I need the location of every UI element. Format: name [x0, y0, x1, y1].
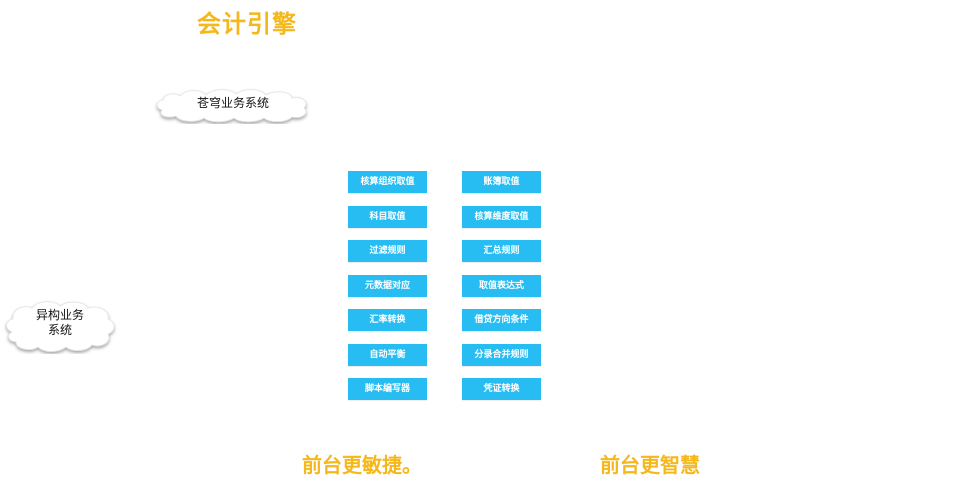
cloud-heterogeneous-system: 异构业务 系统: [2, 298, 118, 354]
slogan-smart: 前台更智慧: [600, 453, 700, 477]
debit-credit-condition-button[interactable]: 借贷方向条件: [462, 309, 541, 331]
page-title: 会计引擎: [197, 10, 297, 38]
cloud-label-line-2: 系统: [47, 323, 72, 337]
script-editor-button[interactable]: 脚本编写器: [348, 378, 427, 400]
cloud-label: 异构业务 系统: [2, 308, 118, 338]
exchange-rate-button[interactable]: 汇率转换: [348, 309, 427, 331]
voucher-conversion-button[interactable]: 凭证转换: [462, 378, 541, 400]
account-value-button[interactable]: 科目取值: [348, 206, 427, 228]
summary-rule-button[interactable]: 汇总规则: [462, 240, 541, 262]
cloud-label: 苍穹业务系统: [196, 96, 269, 110]
dimension-value-button[interactable]: 核算维度取值: [462, 206, 541, 228]
slogan-agile: 前台更敏捷。: [302, 453, 422, 477]
ledger-value-button[interactable]: 账簿取值: [462, 171, 541, 193]
cloud-business-system: 苍穹业务系统: [152, 86, 314, 124]
cloud-shape: [6, 301, 115, 352]
entry-merge-rule-button[interactable]: 分录合并规则: [462, 344, 541, 366]
filter-rule-button[interactable]: 过滤规则: [348, 240, 427, 262]
value-expression-button[interactable]: 取值表达式: [462, 275, 541, 297]
cloud-shape: [156, 89, 307, 123]
org-value-button[interactable]: 核算组织取值: [348, 171, 427, 193]
metadata-mapping-button[interactable]: 元数据对应: [348, 275, 427, 297]
cloud-label-line-1: 异构业务: [35, 308, 84, 322]
auto-balance-button[interactable]: 自动平衡: [348, 344, 427, 366]
